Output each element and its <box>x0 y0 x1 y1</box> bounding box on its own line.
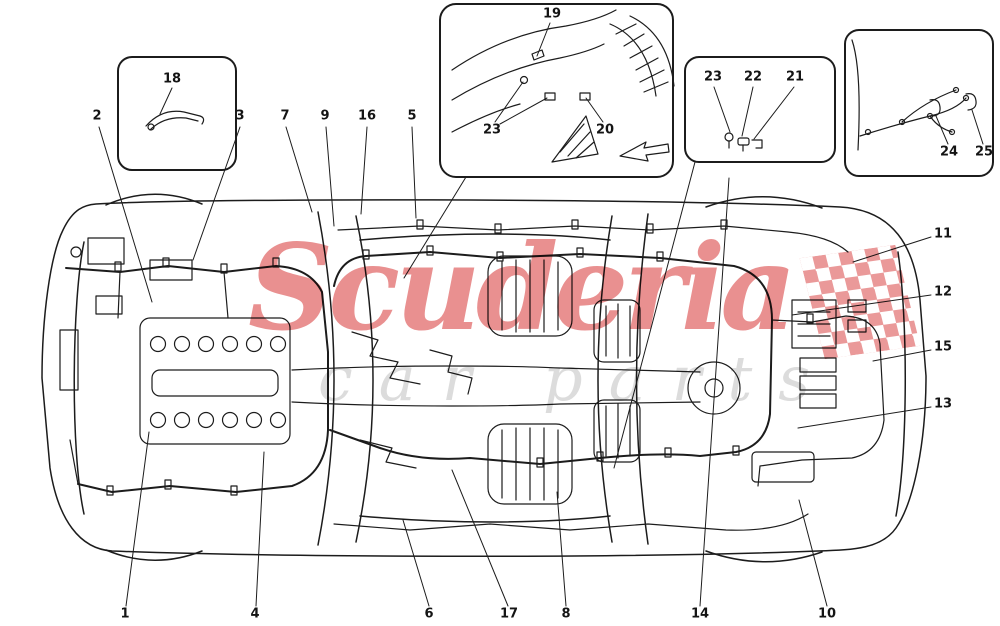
callout-part-4: 4 <box>250 606 260 622</box>
callout-part-13: 13 <box>933 396 953 412</box>
callout-part-16: 16 <box>357 108 377 124</box>
inset-door-harness-drawing <box>851 39 977 151</box>
wiring-harness <box>65 219 885 531</box>
callout-part-22: 22 <box>743 69 763 85</box>
callout-part-2: 2 <box>92 108 102 124</box>
callout-part-23-a: 23 <box>482 122 502 138</box>
callout-part-18: 18 <box>162 71 182 87</box>
inset-boxes <box>117 3 994 178</box>
callout-part-5: 5 <box>407 108 417 124</box>
callout-part-19: 19 <box>542 6 562 22</box>
harness-connectors <box>106 219 814 496</box>
callout-part-15: 15 <box>933 339 953 355</box>
callout-part-6: 6 <box>424 606 434 622</box>
callout-part-11: 11 <box>933 226 953 242</box>
callout-part-20: 20 <box>595 122 615 138</box>
callout-part-8: 8 <box>561 606 571 622</box>
inset-box-part18 <box>117 56 237 171</box>
callout-part-9: 9 <box>320 108 330 124</box>
leader-lines <box>98 22 984 607</box>
callout-part-24: 24 <box>939 144 959 160</box>
car-body-outline <box>41 193 927 563</box>
inset-box-clips <box>684 56 836 163</box>
callout-part-14: 14 <box>690 606 710 622</box>
engine-and-components <box>59 237 867 505</box>
callout-part-25: 25 <box>974 144 994 160</box>
inset-box-engine-detail <box>439 3 674 178</box>
inset-box-door-harness <box>844 29 994 177</box>
inset-engine-detail-drawing <box>451 9 675 163</box>
callout-part-12: 12 <box>933 284 953 300</box>
callout-part-21: 21 <box>785 69 805 85</box>
callout-part-23-b: 23 <box>703 69 723 85</box>
callout-part-7: 7 <box>280 108 290 124</box>
callout-part-10: 10 <box>817 606 837 622</box>
direction-arrow-icon <box>619 141 670 162</box>
callout-part-3: 3 <box>235 108 245 124</box>
inset-clips-drawing <box>724 132 763 152</box>
callout-part-17: 17 <box>499 606 519 622</box>
callout-part-1: 1 <box>120 606 130 622</box>
inset-part18-drawing <box>145 110 205 131</box>
